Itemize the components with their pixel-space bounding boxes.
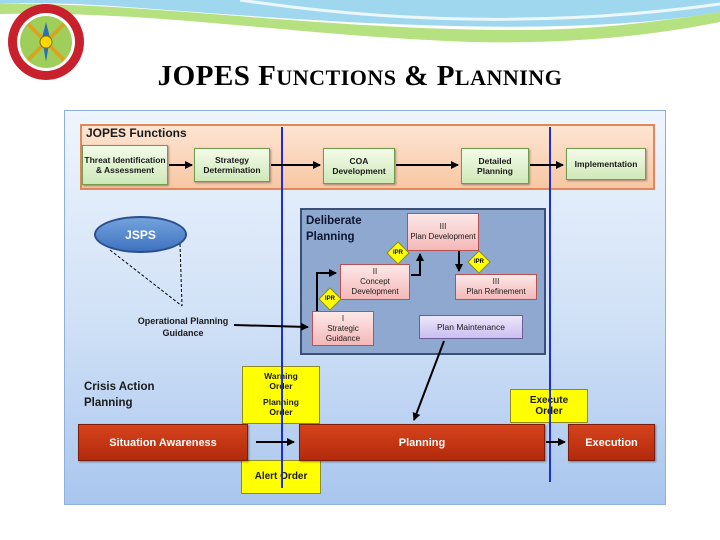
phase-numeral: I: [341, 313, 345, 323]
operational-planning-guidance-label: Operational Planning Guidance: [137, 316, 229, 338]
ipr-diamond: [386, 241, 410, 265]
crisis-action-planning-label: Crisis Action Planning: [84, 381, 155, 409]
execute-order-label: Execute Order: [529, 394, 569, 418]
phase-text: Plan Refinement: [466, 287, 526, 296]
page-title: JOPES FUNCTIONS & PLANNING: [157, 60, 563, 92]
execute-order-box: Execute Order: [510, 389, 588, 423]
jopes-functions-label: JOPES Functions: [86, 126, 187, 140]
step-strategy-determination: Strategy Determination: [194, 148, 270, 182]
header-swoosh: [0, 0, 720, 43]
step-implementation: Implementation: [566, 148, 646, 180]
planning-order-label: Planning Order: [263, 397, 299, 417]
situation-awareness-bar: Situation Awareness: [78, 424, 248, 461]
phase-strategic-guidance: I Strategic Guidance: [312, 311, 374, 346]
phase-numeral: II: [372, 267, 378, 276]
warning-order-label: Warning Order: [264, 371, 298, 392]
step-threat-identification: Threat Identification & Assessment: [82, 145, 168, 185]
phase-text: Plan Development: [410, 232, 476, 241]
phase-plan-development: III Plan Development: [407, 213, 479, 251]
execution-bar: Execution: [568, 424, 655, 461]
phase-plan-refinement: III Plan Refinement: [455, 274, 537, 300]
warning-planning-order-box: Warning Order Planning Order: [242, 366, 320, 424]
phase-text: Concept Development: [351, 277, 399, 296]
ipr-label: IPR: [392, 250, 403, 256]
ipr-label: IPR: [324, 296, 335, 302]
phase-numeral: III: [439, 222, 447, 231]
ipr-label: IPR: [473, 259, 484, 265]
jsps-ellipse: JSPS: [94, 216, 187, 253]
phase-concept-development: II Concept Development: [340, 264, 410, 300]
step-detailed-planning: Detailed Planning: [461, 148, 529, 184]
organization-seal-logo: [8, 4, 84, 80]
ipr-diamond: [467, 250, 491, 274]
alert-order-box: Alert Order: [241, 460, 321, 494]
plan-maintenance-box: Plan Maintenance: [419, 315, 523, 339]
planning-bar: Planning: [299, 424, 545, 461]
deliberate-planning-label: Deliberate Planning: [306, 215, 362, 243]
step-coa-development: COA Development: [323, 148, 395, 184]
phase-text: Strategic Guidance: [325, 323, 361, 343]
phase-numeral: III: [492, 277, 500, 286]
